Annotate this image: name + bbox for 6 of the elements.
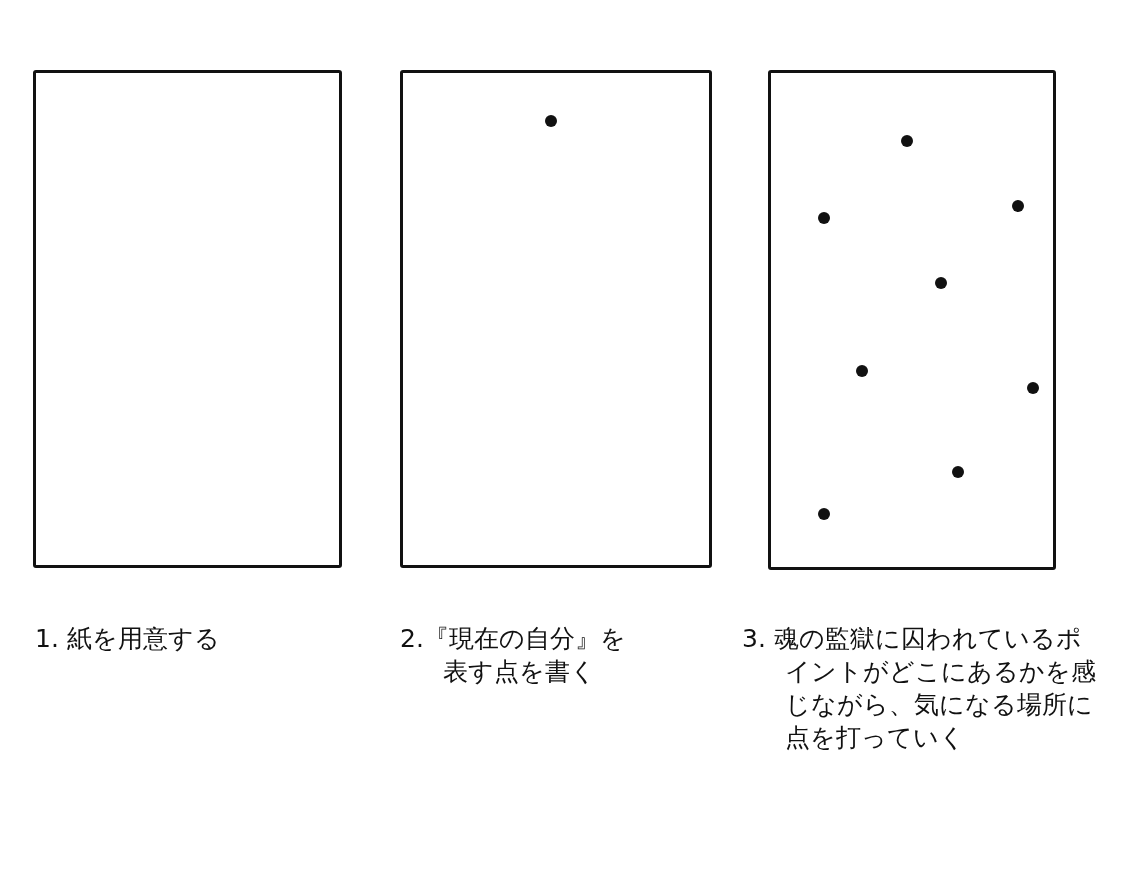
paper-sheet [400,70,712,568]
paper-sheet [33,70,342,568]
step-caption: 3. 魂の監獄に囚われているポイントがどこにあるかを感じながら、気になる場所に点を打っていく [742,623,1097,754]
step-caption: 2.『現在の自分』を表す点を書く [400,623,627,688]
paper-sheet [768,70,1056,570]
step-caption: 1. 紙を用意する [35,623,221,655]
